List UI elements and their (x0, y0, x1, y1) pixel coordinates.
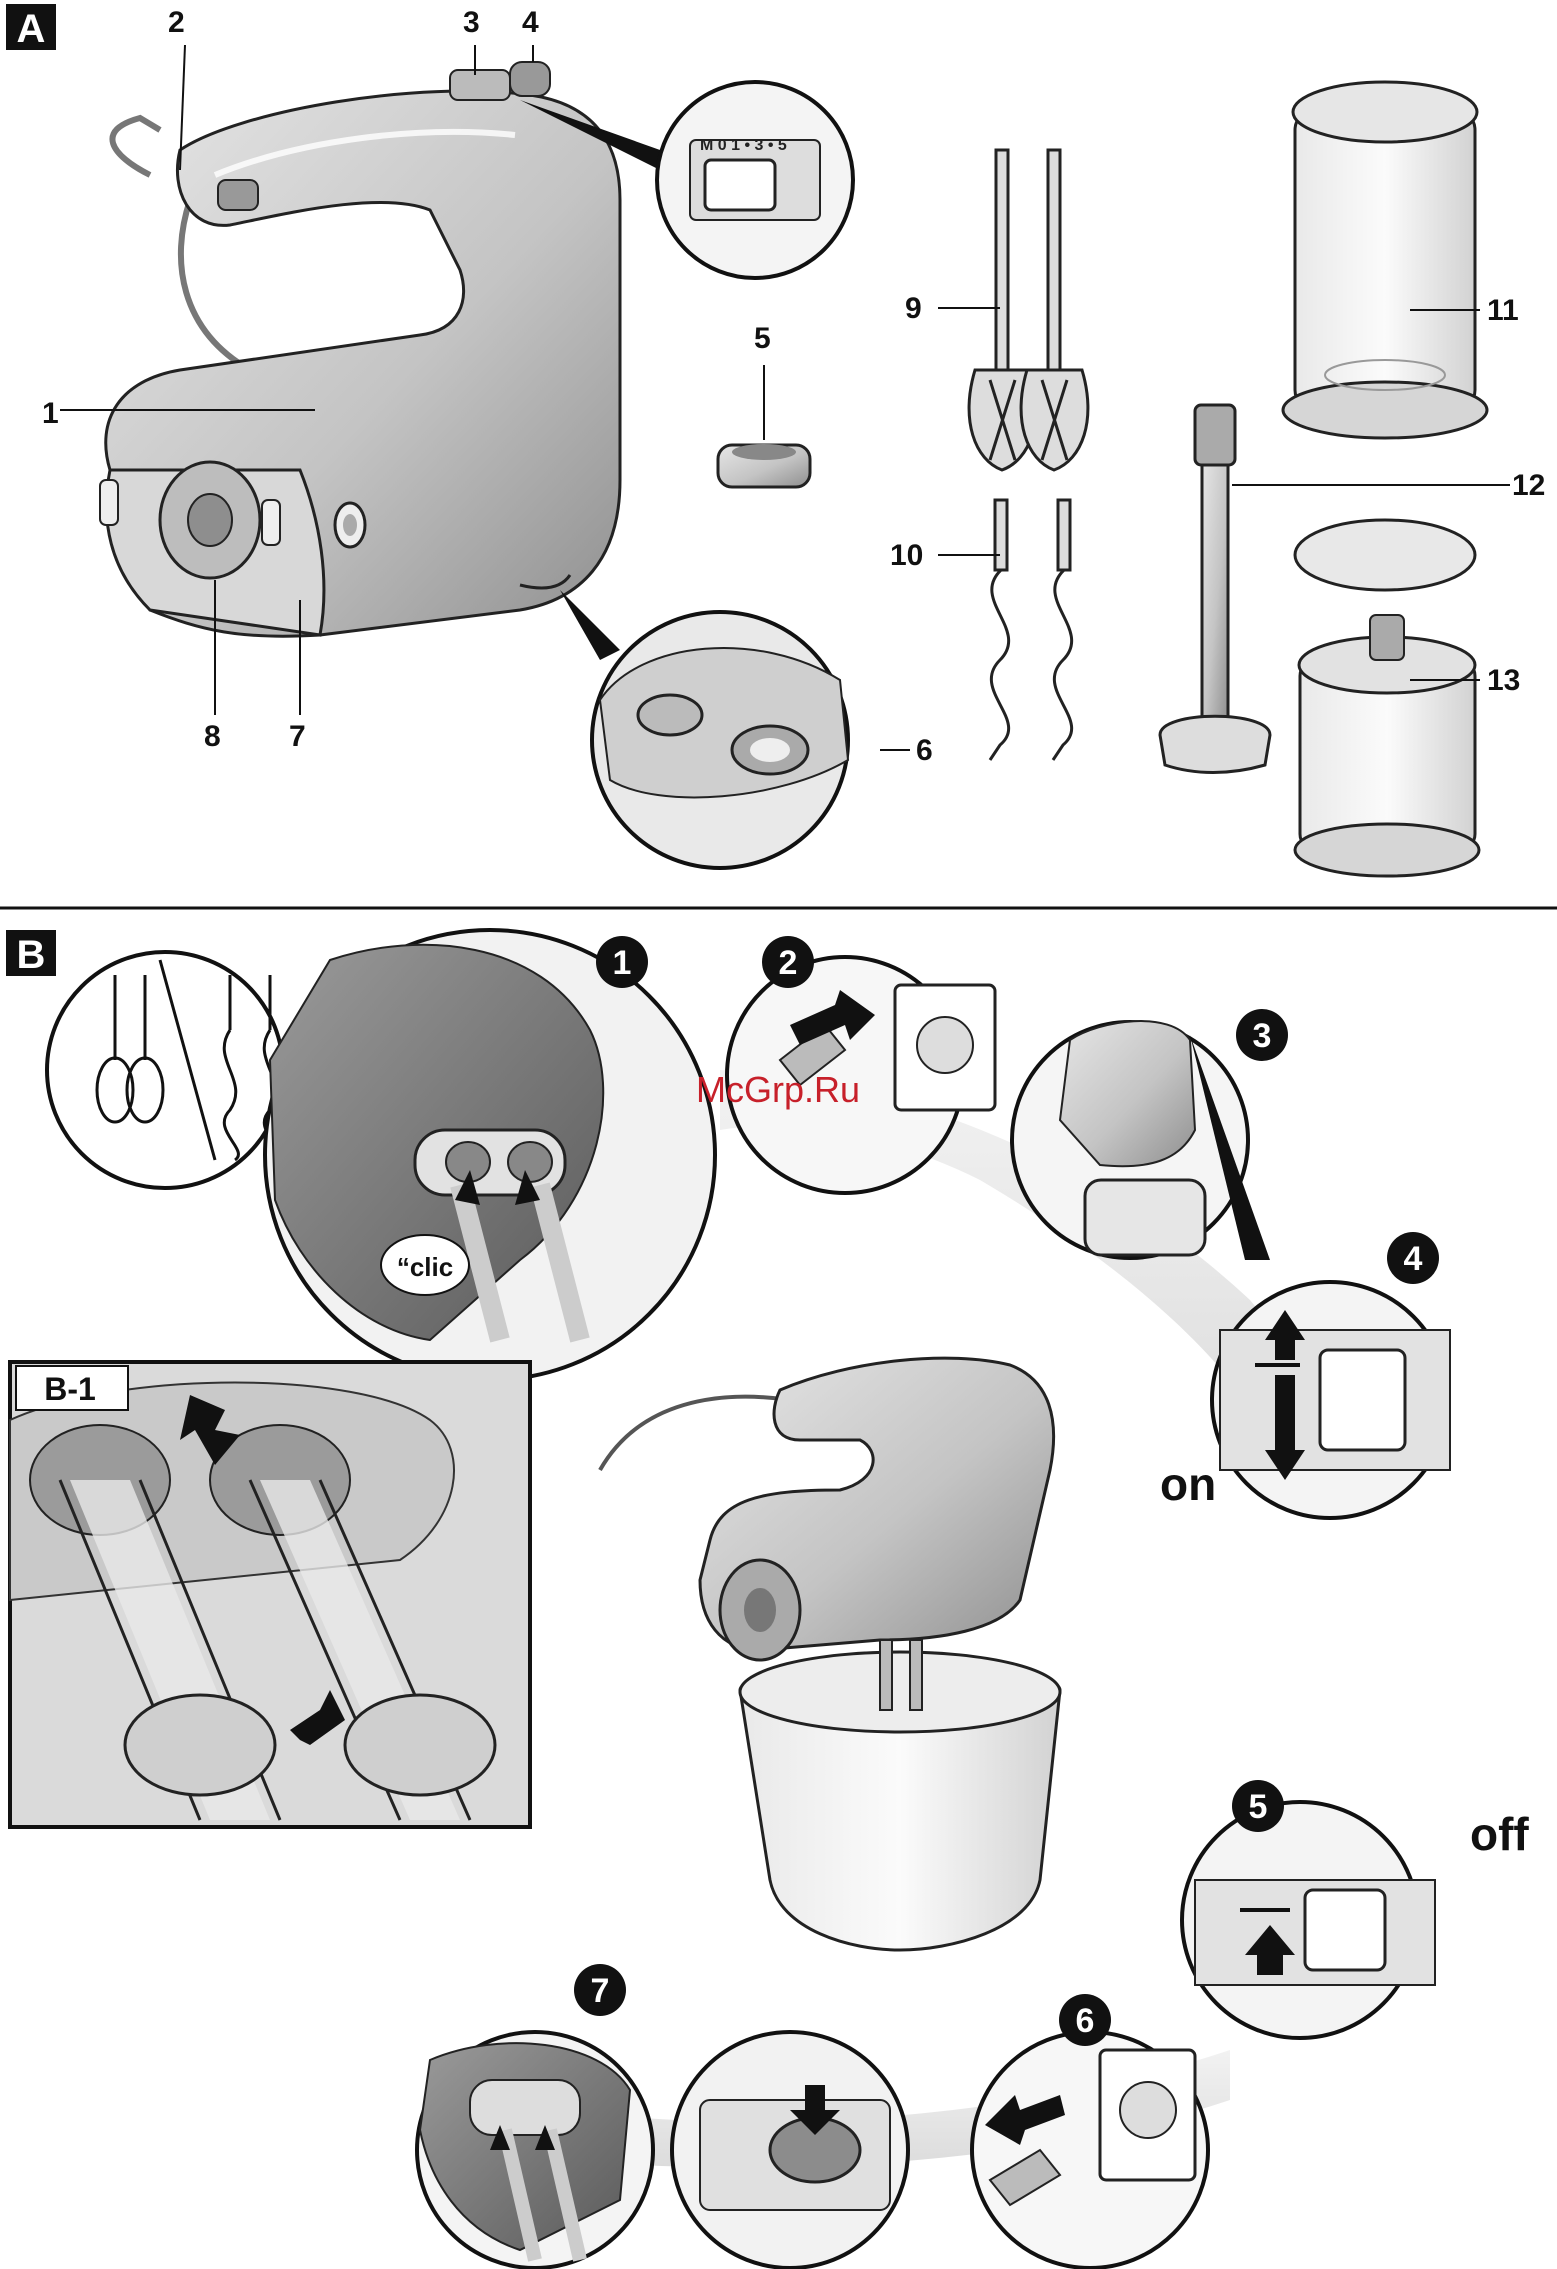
callout-10: 10 (890, 539, 923, 572)
beaker-11 (1283, 82, 1487, 438)
callout-7: 7 (289, 720, 306, 753)
dough-hooks-10 (990, 500, 1072, 760)
callout-4: 4 (522, 6, 539, 39)
release-detail-circle (560, 590, 848, 868)
beaters-9 (969, 150, 1088, 470)
step-3-circle (1012, 1021, 1248, 1258)
callout-9: 9 (905, 292, 922, 325)
step-5-circle: off (1182, 1802, 1529, 2038)
accessory-5-cap (718, 444, 810, 487)
callout-5: 5 (754, 322, 771, 355)
step-number-2: 2 (779, 944, 798, 982)
step-number-5: 5 (1249, 1788, 1268, 1826)
on-label: on (1160, 1458, 1216, 1510)
callout-13: 13 (1487, 664, 1520, 697)
inset-b1-label: B-1 (44, 1371, 96, 1407)
step-number-7: 7 (591, 1972, 610, 2010)
section-b-badge: B (6, 930, 56, 977)
release-button-circle (672, 2032, 908, 2268)
callout-6: 6 (916, 734, 933, 767)
watermark: McGrp.Ru (696, 1069, 860, 1110)
mixer-on-bowl-illustration (600, 1358, 1060, 1950)
chopper-13 (1295, 520, 1479, 876)
off-label: off (1470, 1808, 1529, 1860)
section-a: A M 0 1 • 3 • 5 (6, 4, 1545, 876)
section-b-letter: B (17, 933, 46, 977)
step-number-1: 1 (613, 944, 632, 982)
step-number-3: 3 (1253, 1017, 1272, 1055)
hand-mixer-illustration (100, 62, 620, 636)
accessory-choice-circle (47, 952, 283, 1188)
callout-3: 3 (463, 6, 480, 39)
step-6-circle (972, 2032, 1208, 2268)
clic-label: “clic (397, 1252, 453, 1282)
callout-11: 11 (1487, 294, 1519, 327)
callout-12: 12 (1512, 469, 1545, 502)
switch-scale-label: M 0 1 • 3 • 5 (700, 137, 787, 154)
section-a-letter: A (17, 7, 46, 51)
callout-8: 8 (204, 720, 221, 753)
callout-2: 2 (168, 6, 185, 39)
step-number-6: 6 (1076, 2002, 1095, 2040)
section-b: B (6, 930, 1529, 2268)
callout-1: 1 (42, 397, 59, 430)
step-7-circle (417, 2032, 653, 2268)
section-a-badge: A (6, 4, 56, 51)
step-1-circle: “clic (265, 930, 715, 1380)
blender-foot-12 (1160, 405, 1270, 773)
inset-b1: B-1 (10, 1362, 530, 1827)
step-number-4: 4 (1404, 1240, 1423, 1278)
